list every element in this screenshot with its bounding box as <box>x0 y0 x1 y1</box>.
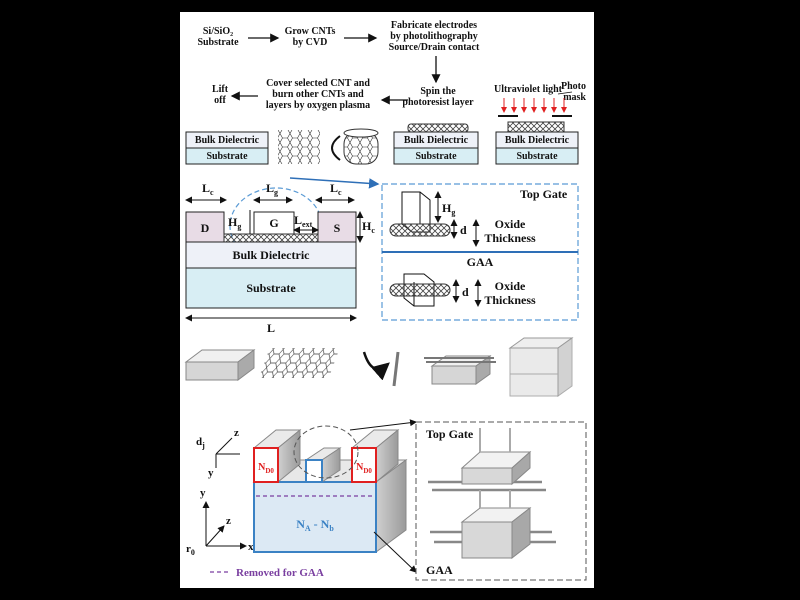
top-gate-label: Top Gate <box>520 187 568 201</box>
gaa-oxide-line2: Thickness <box>484 293 536 307</box>
gaa-3d <box>430 490 556 560</box>
process-flow: Si/SiO₂ Substrate Grow CNTs by CVD Fabri… <box>185 20 586 165</box>
flow-step2-line1: Grow CNTs <box>285 26 336 37</box>
gaa-label: GAA <box>467 255 494 269</box>
zoom-arrow-3d-gaa <box>373 531 417 573</box>
uv-rays <box>501 98 567 113</box>
stack-middle: Bulk Dielectric Substrate <box>393 123 479 165</box>
flow-step3-line1: Fabricate electrodes <box>391 20 477 31</box>
flow-step2-line2: by CVD <box>293 37 328 48</box>
dj-label: dj <box>196 436 205 450</box>
hc-label: Hc <box>362 219 375 235</box>
flow-step1-line2: Substrate <box>197 37 239 48</box>
top-gate-hg-label: Hg <box>442 201 455 217</box>
model-gaa-label: GAA <box>426 563 453 577</box>
lg-label: Lg <box>266 181 278 197</box>
axes-bottom: y x z r0 <box>186 487 254 557</box>
transparent-box-3d <box>508 337 574 397</box>
source-label: S <box>334 221 341 235</box>
graphene-sheet-icon <box>278 130 320 164</box>
slab-3d <box>184 349 256 381</box>
drain-label: D <box>201 221 210 235</box>
drain-contact <box>185 211 225 243</box>
length-label: L <box>267 321 275 335</box>
svg-text:Substrate: Substrate <box>415 151 457 162</box>
top-oxide-line1: Oxide <box>495 217 526 231</box>
graphene-sheet-3d <box>258 348 340 378</box>
nd0-left-label: ND0 <box>258 462 274 475</box>
svg-text:z: z <box>226 515 231 527</box>
flow-step1-line1: Si/SiO₂ <box>203 26 233 37</box>
build-sequence <box>184 337 574 397</box>
svg-text:Bulk Dielectric: Bulk Dielectric <box>195 135 260 146</box>
nd0-right-label: ND0 <box>356 462 372 475</box>
lc-right-label: Lc <box>330 181 342 197</box>
substrate-label: Substrate <box>246 281 296 295</box>
contact-left: ND0 <box>252 428 302 484</box>
flow-step4-line1: Spin the <box>420 86 456 97</box>
stack-right: Bulk Dielectric Substrate <box>495 115 579 165</box>
gaa-oxide-line1: Oxide <box>495 279 526 293</box>
svg-text:Substrate: Substrate <box>516 151 558 162</box>
svg-text:Bulk Dielectric: Bulk Dielectric <box>404 135 469 146</box>
axes-top: dj z y <box>196 427 240 479</box>
gate-label: G <box>269 216 278 230</box>
top-gate-d-label: d <box>460 223 467 237</box>
stack-left: Bulk Dielectric Substrate <box>185 131 269 165</box>
substrate <box>185 267 357 309</box>
contact-right: ND0 <box>350 428 400 484</box>
zoom-arrow-3d <box>349 419 417 431</box>
flow-step3-line3: Source/Drain contact <box>389 42 480 53</box>
top-gate-3d <box>428 428 546 492</box>
roll-arrow-3d <box>362 351 390 381</box>
zoom-arrow <box>289 177 380 189</box>
lext-label: Lext <box>294 213 313 229</box>
na-nb-label: NA - Nb <box>296 517 334 533</box>
zoom-ellipse-3d <box>293 425 359 479</box>
model-3d: dj z y y x z r0 NA - Nb ND0 <box>186 419 587 581</box>
figure-panel: Si/SiO₂ Substrate Grow CNTs by CVD Fabri… <box>180 12 594 588</box>
svg-text:y: y <box>200 487 206 499</box>
mask-label-line1: Photo <box>561 81 586 92</box>
bulk-dielectric <box>185 241 357 269</box>
uv-label: Ultraviolet light <box>494 84 563 95</box>
flow-step4-line2: photoresist layer <box>402 97 474 108</box>
cnt-channel <box>223 233 319 243</box>
slab-with-cnts <box>424 355 496 385</box>
top-oxide-line2: Thickness <box>484 231 536 245</box>
device-cross-section: Lc Lg Lc D S G Hg Lext Hc Bulk Dielectri… <box>185 177 380 335</box>
bulk-dielectric-label: Bulk Dielectric <box>233 248 311 262</box>
hg-label: Hg <box>228 215 241 231</box>
gate-geometry-box: Top Gate GAA Hg d Oxide Thickness d Oxid… <box>381 183 579 321</box>
model-top-gate-label: Top Gate <box>426 427 474 441</box>
figure-svg: Si/SiO₂ Substrate Grow CNTs by CVD Fabri… <box>184 20 587 581</box>
flow-step5-line2: burn other CNTs and <box>272 89 364 100</box>
svg-text:z: z <box>234 427 239 439</box>
mask-label-line2: mask <box>563 92 586 103</box>
gate-3d <box>304 447 342 483</box>
cnt-3d <box>392 351 400 387</box>
flow-step6-line1: Lift <box>212 84 229 95</box>
legend-removed-label: Removed for GAA <box>236 567 324 579</box>
cnt-roll-icon <box>343 128 379 165</box>
gaa-d-label: d <box>462 285 469 299</box>
rolling-arrow-icon <box>331 135 341 161</box>
r0-label: r0 <box>186 543 195 557</box>
lc-left-label: Lc <box>202 181 214 197</box>
svg-text:y: y <box>208 467 214 479</box>
svg-text:Bulk Dielectric: Bulk Dielectric <box>505 135 570 146</box>
source-contact <box>317 211 357 243</box>
flow-step6-line2: off <box>214 95 226 106</box>
zoom-box <box>415 421 587 581</box>
svg-text:x: x <box>248 541 254 553</box>
flow-step5-line1: Cover selected CNT and <box>266 78 370 89</box>
flow-step3-line2: by photolithography <box>390 31 478 42</box>
mask-pointer <box>557 91 573 95</box>
flow-step5-line3: layers by oxygen plasma <box>266 100 370 111</box>
svg-text:Substrate: Substrate <box>206 151 248 162</box>
top-gate-drawing: Hg d Oxide Thickness <box>389 191 536 247</box>
body-region <box>253 481 377 553</box>
gaa-drawing: d Oxide Thickness <box>389 273 536 307</box>
